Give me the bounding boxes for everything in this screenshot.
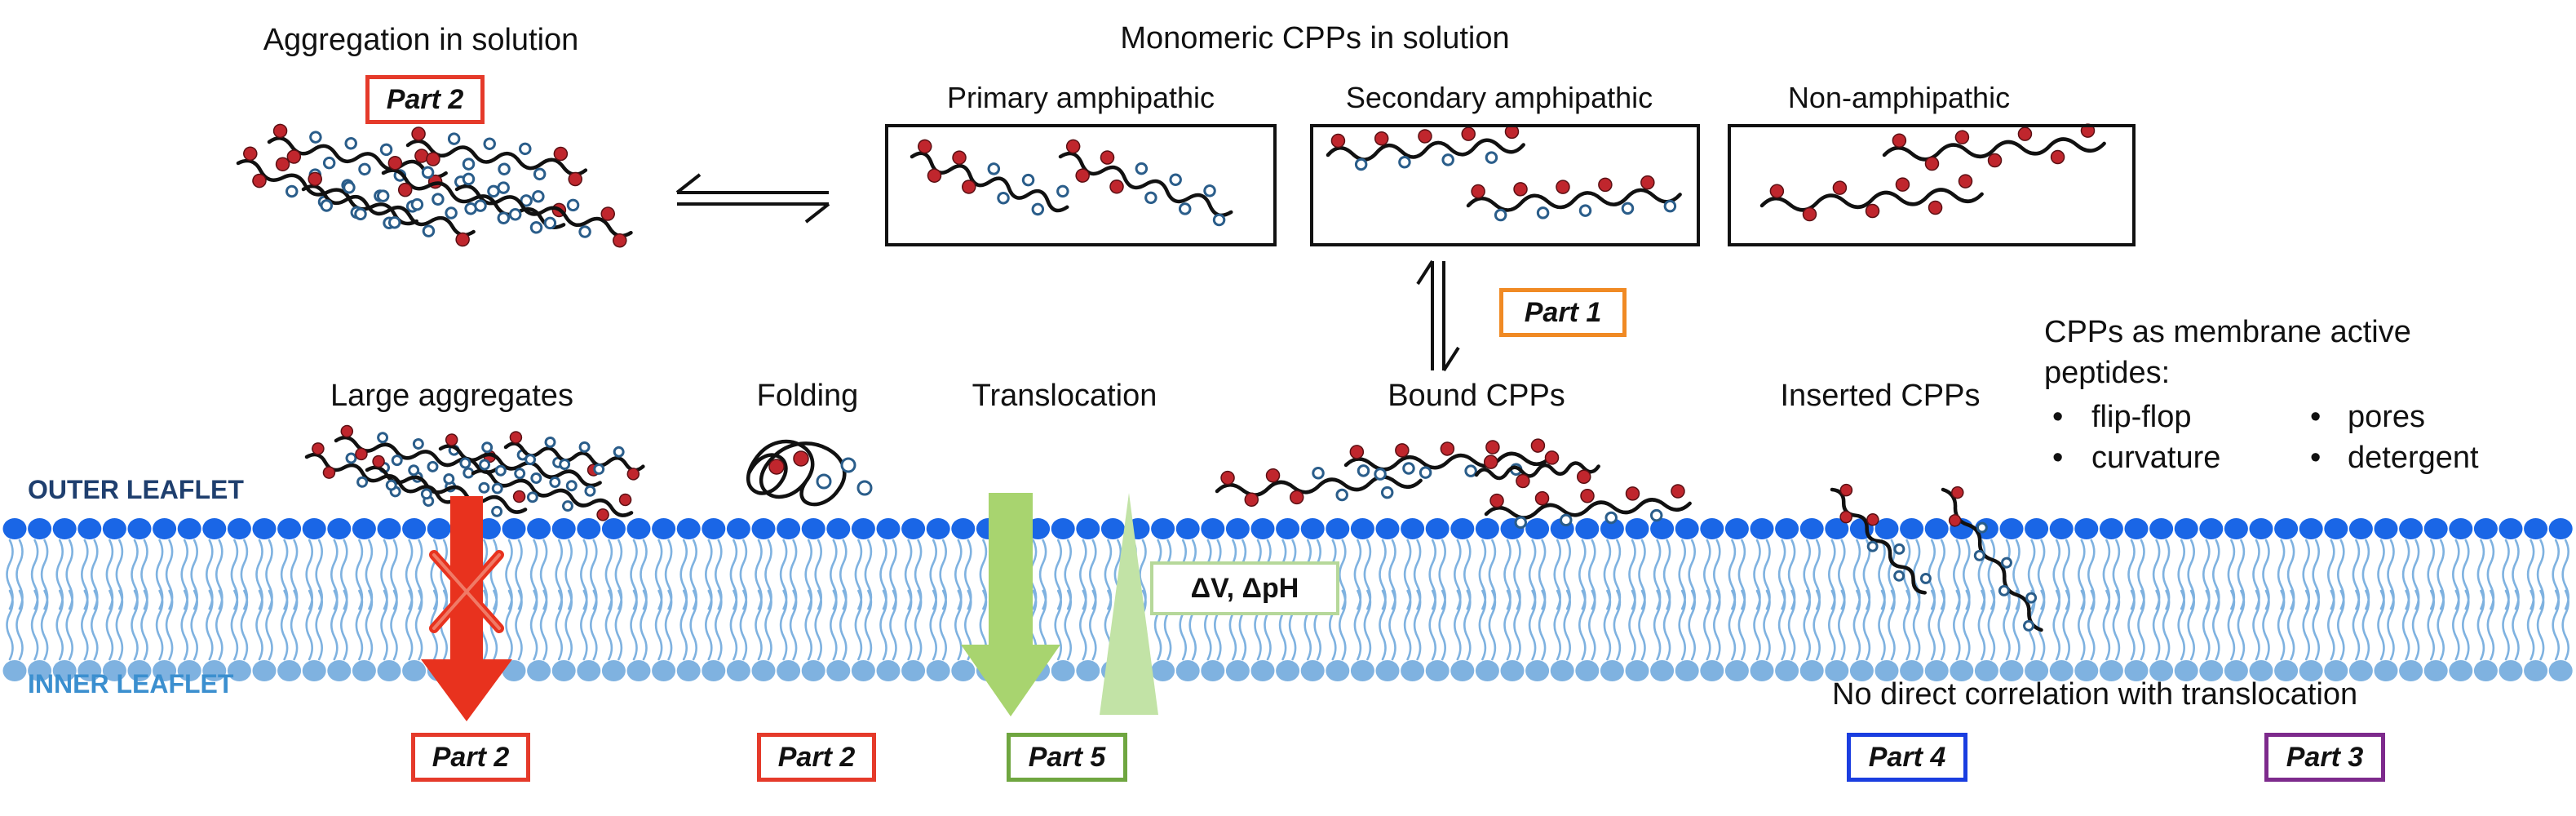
bullet-marker: • <box>2310 441 2321 475</box>
cpp-peptide <box>1343 438 1552 481</box>
bullet-marker: • <box>2310 400 2321 434</box>
secondary-amphipathic-box <box>1310 124 1700 246</box>
folded-peptide <box>746 439 873 507</box>
part-1-equilibrium-badge: Part 1 <box>1499 288 1627 337</box>
membrane-active-title-line2: peptides: <box>2044 356 2171 390</box>
cpp-peptide <box>503 431 645 481</box>
membrane-active-list: CPPs as membrane active peptides: • flip… <box>2044 317 2566 521</box>
cpp-peptide <box>1215 462 1423 508</box>
bound-cpps-label: Bound CPPs <box>1388 379 1565 413</box>
primary-amphipathic-box <box>885 124 1277 246</box>
part-2-folding-badge: Part 2 <box>757 733 876 782</box>
cpp-peptide <box>454 172 633 248</box>
no-direct-correlation-note: No direct correlation with translocation <box>1832 677 2358 712</box>
gradient-label: ΔV, ΔpH <box>1150 561 1339 615</box>
cpp-peptide <box>1466 175 1682 222</box>
cpp-peptide <box>438 433 602 492</box>
detergent-item: detergent <box>2348 441 2479 475</box>
cpp-peptide <box>1474 450 1600 489</box>
cpp-peptide <box>471 459 634 521</box>
translocation-arrow <box>961 493 1060 716</box>
pores-item: pores <box>2348 400 2426 434</box>
cpp-peptide <box>405 126 588 187</box>
non-amphipathic-label: Non-amphipathic <box>1787 81 2011 114</box>
cpp-peptide <box>1759 174 1984 222</box>
secondary-amphipathic-label: Secondary amphipathic <box>1345 81 1653 114</box>
part-5-translocation-badge: Part 5 <box>1007 733 1127 782</box>
membrane-active-title-line1: CPPs as membrane active <box>2044 315 2411 349</box>
non-amphipathic-box <box>1728 124 2136 246</box>
inner-leaflet-label: INNER LEAFLET <box>28 669 234 698</box>
primary-amphipathic-label: Primary amphipathic <box>946 81 1215 114</box>
peptide-layer <box>236 123 2106 632</box>
translocation-label: Translocation <box>972 379 1157 413</box>
cpp-peptide <box>1941 486 2043 632</box>
cpp-peptide <box>1058 139 1233 227</box>
large-aggregates-label: Large aggregates <box>330 379 573 413</box>
outer-leaflet-label: OUTER LEAFLET <box>28 475 244 504</box>
aggregation-in-solution-title: Aggregation in solution <box>263 23 579 57</box>
cpp-peptide <box>1326 124 1525 171</box>
part-4-inserted-badge: Part 4 <box>1847 733 1967 782</box>
inserted-cpps-label: Inserted CPPs <box>1780 379 1981 413</box>
part-3-membrane-active-badge: Part 3 <box>2264 733 2385 782</box>
cpp-peptide <box>304 442 458 507</box>
gradient-wedge <box>1100 493 1158 715</box>
cpp-peptide <box>910 139 1069 216</box>
cpp-peptide <box>1484 484 1692 530</box>
bullet-marker: • <box>2052 441 2064 475</box>
blocked-translocation-arrow <box>421 496 512 721</box>
arrow-layer <box>421 173 1460 721</box>
cpp-peptide <box>1830 483 1932 595</box>
cpp-peptide <box>1882 123 2106 171</box>
part-2-aggregation-badge: Part 2 <box>365 75 485 124</box>
folding-label: Folding <box>756 379 859 413</box>
bullet-marker: • <box>2052 400 2064 434</box>
cpp-peptide <box>301 171 476 247</box>
curvature-item: curvature <box>2091 441 2221 475</box>
monomeric-cpps-title: Monomeric CPPs in solution <box>1120 21 1510 55</box>
part-2-large-aggregates-badge: Part 2 <box>411 733 530 782</box>
flip-flop-item: flip-flop <box>2091 400 2192 434</box>
